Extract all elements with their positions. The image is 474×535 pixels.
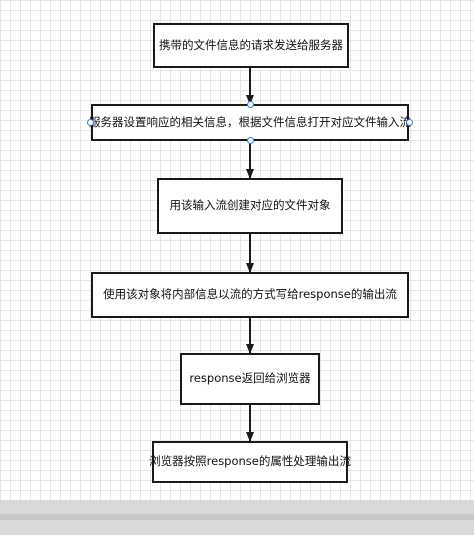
step-4-box[interactable]: 使用该对象将内部信息以流的方式写给response的输出流 <box>91 272 409 318</box>
step-6-label: 浏览器按照response的属性处理输出流 <box>149 454 351 469</box>
selection-handle-left[interactable] <box>87 119 94 126</box>
step-2-box[interactable]: 服务器设置响应的相关信息，根据文件信息打开对应文件输入流 <box>89 104 411 141</box>
step-4-label: 使用该对象将内部信息以流的方式写给response的输出流 <box>103 287 397 302</box>
selection-handle-top[interactable] <box>247 101 254 108</box>
horizontal-scrollbar[interactable] <box>0 514 474 520</box>
step-1-label: 携带的文件信息的请求发送给服务器 <box>159 37 343 52</box>
step-2-label: 服务器设置响应的相关信息，根据文件信息打开对应文件输入流 <box>89 114 411 129</box>
step-6-box[interactable]: 浏览器按照response的属性处理输出流 <box>149 441 351 483</box>
step-5-box[interactable]: response返回给浏览器 <box>180 353 320 405</box>
step-3-box[interactable]: 用该输入流创建对应的文件对象 <box>157 178 343 234</box>
selection-handle-right[interactable] <box>406 119 413 126</box>
selection-handle-bottom[interactable] <box>247 137 254 144</box>
step-5-label: response返回给浏览器 <box>189 371 311 386</box>
step-1-box[interactable]: 携带的文件信息的请求发送给服务器 <box>153 23 349 68</box>
step-3-label: 用该输入流创建对应的文件对象 <box>169 198 331 213</box>
